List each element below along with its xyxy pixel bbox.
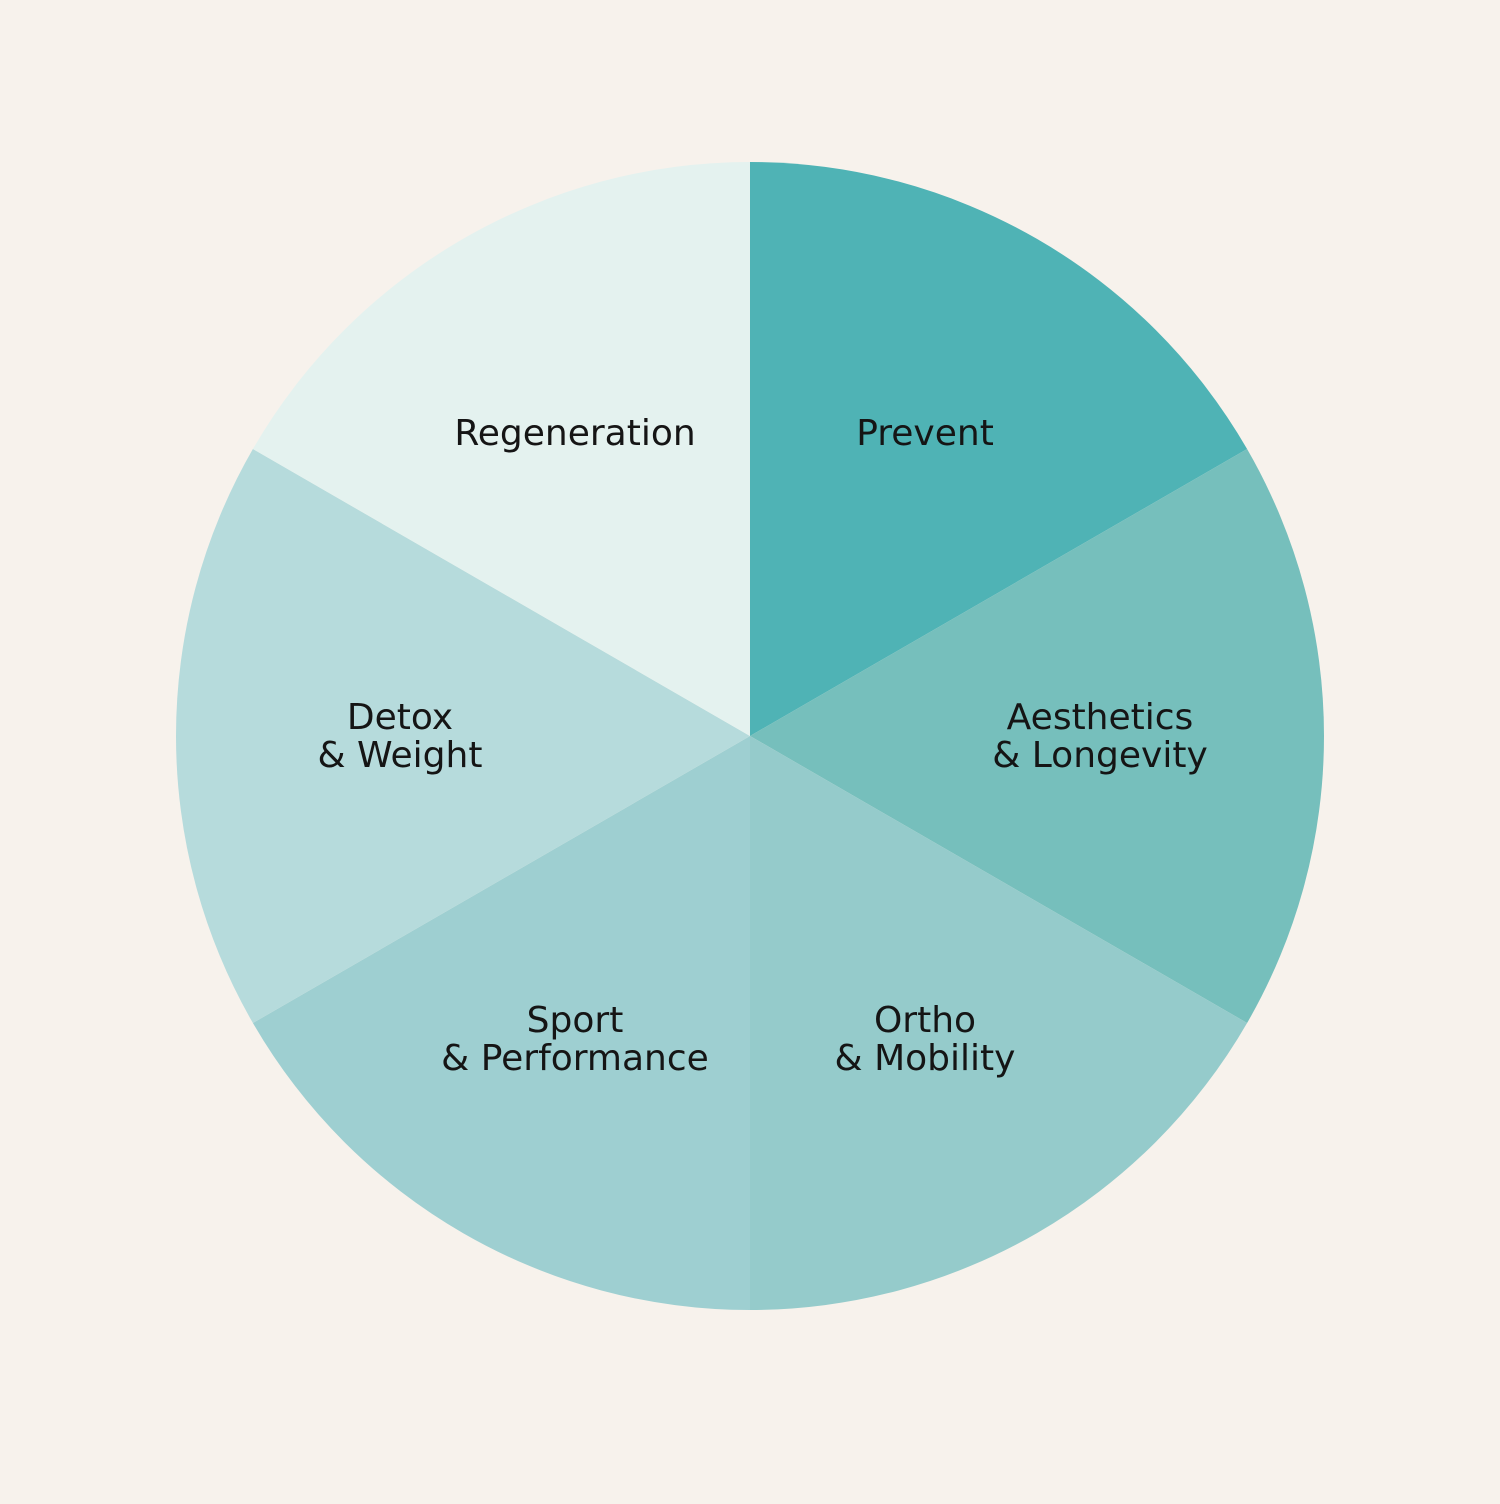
pie-slice-label-line: & Longevity [992,735,1208,776]
pie-slice-label-2: Ortho& Mobility [835,1000,1016,1079]
pie-slice-label-1: Aesthetics& Longevity [992,697,1208,776]
pie-slice-label-line: Detox [347,697,453,738]
pie-slice-2 [750,736,1248,1310]
pie-slice-4 [175,449,751,1023]
pie-slice-5 [252,162,750,736]
pie-slice-1 [750,449,1325,1023]
pie-slice-label-3: Sport& Performance [441,1000,709,1079]
pie-slice-label-line: Regeneration [454,413,695,454]
pie-slice-label-0: Prevent [856,413,994,454]
pie-slice-label-line: & Mobility [835,1038,1016,1079]
pie-slice-label-line: & Performance [441,1038,709,1079]
pie-slice-label-line: Aesthetics [1007,697,1194,738]
pie-slice-label-5: Regeneration [454,413,695,454]
pie-slice-0 [750,162,1248,736]
pie-slice-label-4: Detox& Weight [318,697,483,776]
pie-slice-label-line: Sport [527,1000,624,1041]
pie-slice-3 [252,736,750,1310]
pie-slice-label-line: Prevent [856,413,994,454]
pie-slice-label-line: Ortho [874,1000,976,1041]
pie-slice-label-line: & Weight [318,735,483,776]
